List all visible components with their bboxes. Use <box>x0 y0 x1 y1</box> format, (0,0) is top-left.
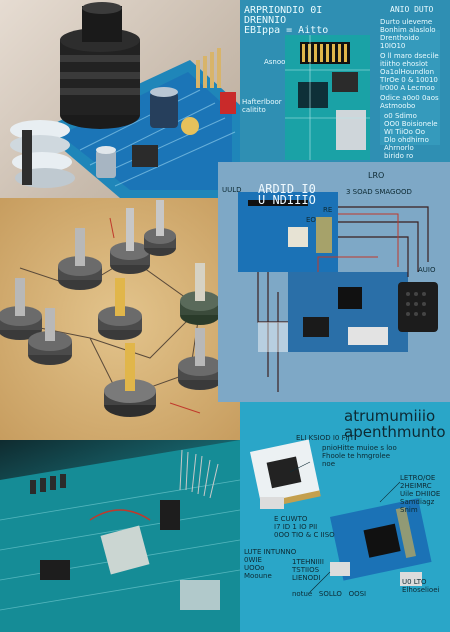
tile2-right-block: Durto uleveme Bonhim alaslolo Drenthoido… <box>380 18 436 50</box>
tile6-label-left-bot: LUTE INTUNNO 0WIE UOOo Mooune <box>244 548 297 580</box>
tile6-label-right: LETRO/OE 2HEIMRC Uile DHIIOE Samdiagz Sn… <box>400 474 441 514</box>
tile2-left-note: Hafterlboor calitito <box>242 98 282 114</box>
tile4-top-left: UULD <box>222 186 242 194</box>
tile6-label-bottom: notue SOLLO OOSI <box>292 590 367 598</box>
tile6-label-br: U0 LTO Elhoselioei <box>402 578 440 594</box>
tile-top-right: ARPRIONDIO 0I DRENNIO EBIppa = Aitto Asn… <box>240 0 450 162</box>
tile4-title: ARDID I0 U NDIIIO <box>258 182 316 207</box>
tile-bottom-right: atrumumiiio apenthmunto ELI KSIOD I0 FIJ… <box>240 402 450 632</box>
tile2-right-block-2: O ll maro dsecile itiitho ehoslot Oa1olH… <box>380 52 439 92</box>
tile2-right-block-3: Odice a0o0 0aos Astmoobo <box>380 94 439 110</box>
tile2-subtitle-left: Asnoo <box>264 58 286 66</box>
tile4-label-ff: 3 SOAD SMAGOOD <box>346 188 412 196</box>
tile4-label-eo: EO <box>306 216 316 224</box>
tile6-para: pnioHitte muioe s loo Fhoole te hmgrolee… <box>322 444 397 468</box>
tile6-title: atrumumiiio apenthmunto <box>344 407 446 441</box>
module-components-diagram-icon <box>250 439 432 593</box>
tile6-label-mid-bot: 1TEHNIIII TSTIIOS LIENODI <box>292 558 324 582</box>
rotary-knob-component-icon <box>10 2 240 198</box>
tile4-label-right: AUIO <box>418 266 436 274</box>
tile-top-left <box>0 0 240 198</box>
tile6-label-mid: E CUWTO I7 ID 1 IO PII 0OO TIO & C IISO <box>274 515 335 539</box>
tile2-title: ARPRIONDIO 0I DRENNIO EBIppa = Aitto <box>244 5 329 36</box>
tile6-label-top: ELI KSIOD I0 FIJT <box>296 434 355 442</box>
tile4-label-tiny: RE <box>323 206 333 214</box>
tile-mid-left <box>0 198 240 440</box>
tile-mid-right: UULD ARDID I0 U NDIIIO LRO 3 SOAD SMAGOO… <box>218 162 450 402</box>
tile2-right-block-4: o0 Sdimo OO0 Boisionele WI TiiOo Oo Dlo … <box>384 112 438 152</box>
tile2-right-heading: ANIO DUTO <box>390 5 434 14</box>
arduino-board-diagram-icon <box>285 30 440 160</box>
tile4-label-lrd: LRO <box>368 171 385 180</box>
arduino-wiring-diagram-icon <box>238 192 438 392</box>
tile-bottom-left <box>0 440 240 632</box>
potentiometers-array-icon <box>0 200 222 417</box>
tile2-bottom-note: birido ro <box>384 152 414 160</box>
circuit-board-photo-icon <box>0 440 240 632</box>
